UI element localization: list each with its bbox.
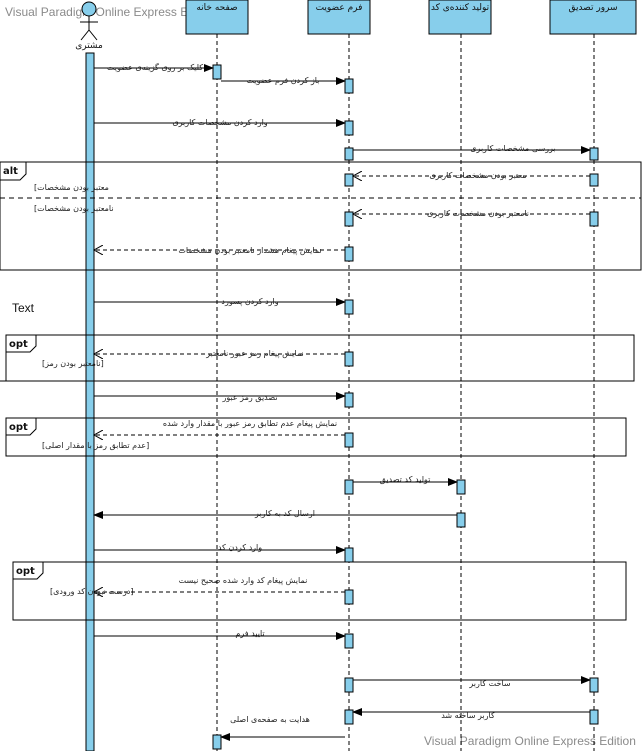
lifeline-header-box bbox=[428, 0, 492, 35]
lifeline-header-box bbox=[307, 0, 371, 35]
message-label: تصدیق رمز عبور bbox=[221, 393, 277, 402]
fragment-tab bbox=[5, 417, 37, 436]
message-label: نمایش پیغام هشدار نامعتبر بودن مشخصات bbox=[178, 246, 321, 255]
activation-signup-form bbox=[344, 351, 354, 367]
fragment-keyword: opt bbox=[9, 339, 28, 350]
fragment-opt-password: opt [نامعتبر بودن رمز] bbox=[0, 334, 635, 382]
activation-home-page bbox=[212, 734, 222, 750]
fragment-keyword: opt bbox=[9, 422, 28, 433]
lifeline-code-generator: تولید کننده‌ی کد bbox=[428, 0, 492, 35]
fragment-guard: [عدم تطابق رمز با مقدار اصلی] bbox=[42, 441, 149, 450]
activation-signup-form bbox=[344, 709, 354, 725]
lifeline-header-box bbox=[549, 0, 637, 35]
messages: کلیک بر روی گزینه‌ی عضویت باز کردن فرم عض… bbox=[93, 62, 591, 741]
message-label: باز کردن فرم عضویت bbox=[247, 76, 320, 85]
activation-signup-form bbox=[344, 246, 354, 262]
activation-home-page bbox=[212, 64, 222, 80]
fragment-tab bbox=[5, 334, 37, 353]
fragment-frame bbox=[12, 561, 627, 621]
fragment-guard: [درست نبودن کد ورودی] bbox=[50, 587, 134, 596]
fragment-frame bbox=[5, 334, 635, 382]
message-label: نمایش پیغام رمز عبور نامعتبر bbox=[205, 349, 304, 358]
message-label: هدایت به صفحه‌ی اصلی bbox=[230, 715, 310, 724]
lifeline-label-auth-server: سرور تصدیق bbox=[568, 3, 617, 13]
lifeline-home-page: صفحه خانه bbox=[185, 0, 249, 35]
actor-head-icon bbox=[81, 1, 97, 17]
fragment-opt-code: opt [درست نبودن کد ورودی] bbox=[12, 561, 627, 621]
activation-auth-server bbox=[589, 677, 599, 693]
activation-signup-form bbox=[344, 677, 354, 693]
activation-signup-form bbox=[344, 479, 354, 495]
actor-customer: مشتری bbox=[75, 1, 103, 51]
activation-signup-form bbox=[344, 589, 354, 605]
message-label: تولید کد تصدیق bbox=[380, 475, 431, 484]
activation-signup-form bbox=[344, 78, 354, 94]
message-label: وارد کردن پسورد bbox=[221, 297, 278, 306]
activation-signup-form bbox=[344, 633, 354, 649]
activation-code-generator bbox=[456, 512, 466, 528]
message-label: وارد کردن مشخصات کاربری bbox=[172, 118, 267, 127]
message-label: نمایش پیغام کد وارد شده صحیح نیست bbox=[179, 576, 308, 585]
fragment-guard: [نامعتبر بودن مشخصات bbox=[34, 204, 114, 213]
lifeline-label-signup-form: فرم عضویت bbox=[316, 3, 363, 13]
fragment-keyword: alt bbox=[3, 166, 18, 177]
lifeline-label-home-page: صفحه خانه bbox=[196, 3, 237, 13]
lifeline-signup-form: فرم عضویت bbox=[307, 0, 371, 35]
message-label: کاربر ساخته شد bbox=[441, 711, 495, 720]
message-label: نامعتبر بودن مشخصات کاربری bbox=[427, 209, 529, 218]
message-label: وارد کردن کد bbox=[218, 543, 262, 552]
message-label: تایید فرم bbox=[235, 629, 264, 638]
watermark-bottom: Visual Paradigm Online Express Edition bbox=[424, 734, 636, 748]
lifeline-auth-server: سرور تصدیق bbox=[549, 0, 637, 35]
watermark-top: Visual Paradigm Online Express Edition bbox=[5, 5, 217, 19]
actor-label: مشتری bbox=[75, 41, 103, 51]
message-label: نمایش پیغام عدم تطابق رمز عبور با مقدار … bbox=[163, 419, 337, 428]
activation-signup-form bbox=[344, 211, 354, 227]
actor-leg-right bbox=[88, 29, 98, 41]
activation-signup-form bbox=[344, 299, 354, 315]
lifeline-label-code-generator: تولید کننده‌ی کد bbox=[431, 3, 490, 13]
activation-signup-form bbox=[344, 173, 354, 187]
activation-code-generator bbox=[456, 479, 466, 495]
activation-signup-form bbox=[344, 432, 354, 448]
activation-auth-server bbox=[589, 709, 599, 725]
fragment-tab bbox=[0, 161, 27, 181]
fragment-frame bbox=[0, 161, 642, 271]
activation-signup-form bbox=[344, 392, 354, 408]
activation-signup-form bbox=[344, 147, 354, 161]
message-label: بررسی مشخصات کاربری bbox=[470, 144, 555, 153]
free-text-label: Text bbox=[12, 301, 35, 315]
message-label: معتبر بودن مشخصات کاربری bbox=[429, 171, 526, 180]
activation-actor bbox=[85, 52, 95, 751]
activation-auth-server bbox=[589, 147, 599, 161]
fragment-guard: [معتبر بودن مشخصات bbox=[34, 183, 109, 192]
fragment-keyword: opt bbox=[16, 566, 35, 577]
activation-signup-form bbox=[344, 120, 354, 136]
message-label: ارسال کد به کاربر bbox=[254, 509, 315, 518]
activation-auth-server bbox=[589, 211, 599, 227]
message-label: ساخت کاربر bbox=[468, 679, 511, 688]
fragment-guard: [نامعتبر بودن رمز] bbox=[42, 359, 104, 368]
fragment-tab bbox=[12, 561, 44, 580]
actor-leg-left bbox=[80, 29, 90, 41]
activation-auth-server bbox=[589, 173, 599, 187]
fragment-alt: alt [معتبر بودن مشخصات [نامعتبر بودن مشخ… bbox=[0, 161, 642, 271]
activation-signup-form bbox=[344, 547, 354, 563]
fragment-frame bbox=[5, 417, 627, 457]
fragment-opt-mismatch: opt [عدم تطابق رمز با مقدار اصلی] bbox=[5, 417, 627, 457]
message-label: کلیک بر روی گزینه‌ی عضویت bbox=[107, 62, 203, 72]
